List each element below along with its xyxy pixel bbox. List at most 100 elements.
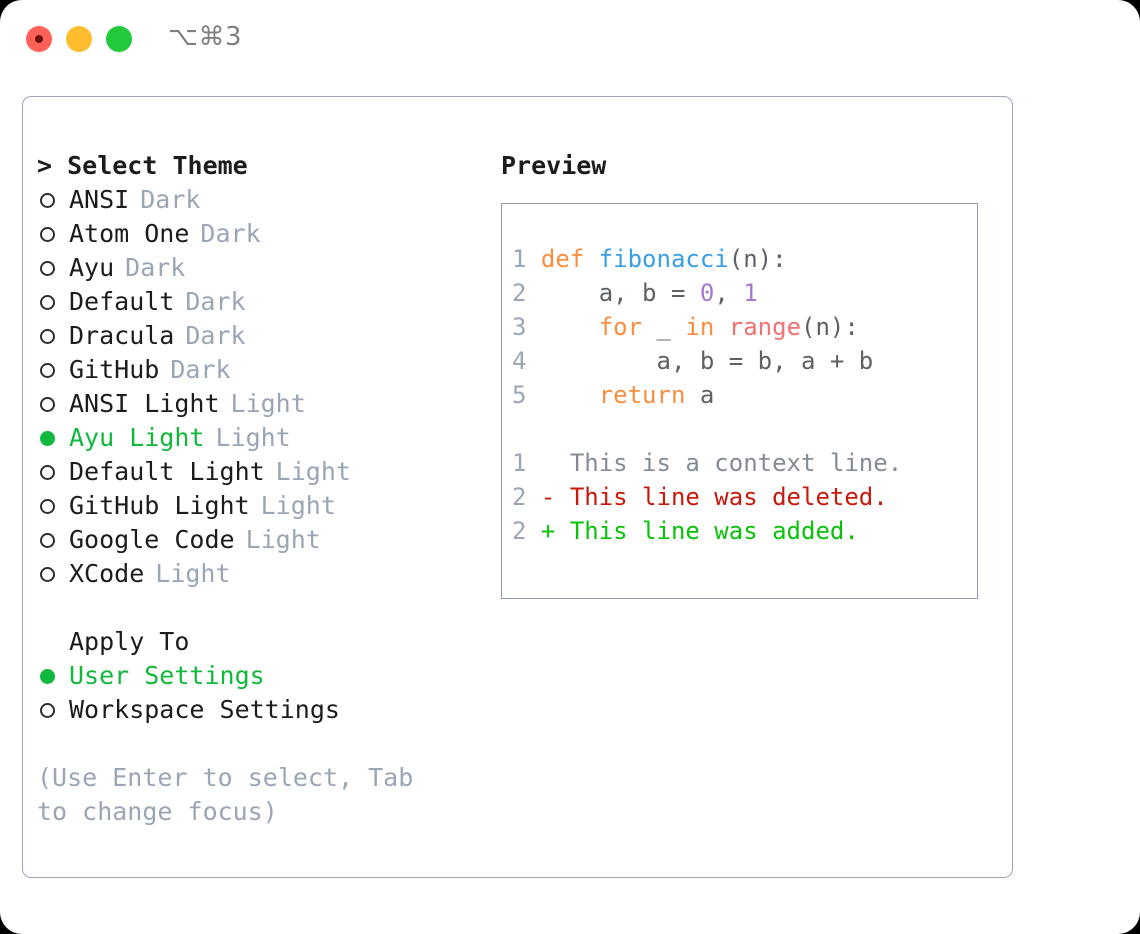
radio-unselected-icon [40, 362, 55, 378]
code-token: in [685, 313, 715, 341]
code-token: def [540, 245, 599, 273]
radio-unselected-icon [40, 328, 55, 344]
code-token: _ [642, 313, 686, 341]
code-token: range [728, 313, 802, 341]
theme-variant-tag: Dark [185, 287, 246, 316]
theme-variant-tag: Light [215, 423, 291, 452]
theme-variant-tag: Light [245, 525, 321, 554]
diff-text: This line was added. [569, 517, 859, 545]
code-token: (n): [728, 245, 787, 273]
theme-variant-tag: Dark [140, 185, 201, 214]
theme-option-label: XCode [69, 559, 145, 588]
theme-variant-tag: Dark [125, 253, 186, 282]
theme-option-label: ANSI [69, 185, 130, 214]
preview-column: Preview 1 def fibonacci(n):2 a, b = 0, 1… [501, 149, 991, 599]
theme-variant-tag: Light [230, 389, 306, 418]
diff-line: 2 + This line was added. [512, 514, 977, 548]
code-line: 5 return a [512, 378, 977, 412]
theme-variant-tag: Light [275, 457, 351, 486]
theme-option-ayu-light[interactable]: Ayu Light Light [37, 421, 487, 455]
minimize-window-button[interactable] [66, 26, 92, 52]
code-line: 3 for _ in range(n): [512, 310, 977, 344]
line-number: 2 [512, 483, 541, 511]
code-token: a [685, 381, 715, 409]
radio-unselected-icon [40, 396, 55, 412]
keyboard-shortcut-label: ⌥⌘3 [168, 22, 243, 52]
theme-option-label: Ayu Light [69, 423, 205, 452]
theme-option-ayu[interactable]: Ayu Dark [37, 251, 487, 285]
radio-unselected-icon [40, 464, 55, 480]
code-token: a, b = b, a + b [540, 347, 874, 375]
code-token: a, b = [540, 279, 700, 307]
code-token: 0 [699, 279, 715, 307]
diff-line: 2 - This line was deleted. [512, 480, 977, 514]
code-token [541, 313, 599, 341]
theme-option-google-code[interactable]: Google Code Light [37, 523, 487, 557]
theme-option-ansi[interactable]: ANSI Dark [37, 183, 487, 217]
line-number: 2 [512, 279, 541, 307]
diff-sample: 1 This is a context line. 2 - This line w… [512, 446, 977, 548]
apply-option-label: Workspace Settings [69, 695, 340, 724]
diff-text: This line was deleted. [569, 483, 888, 511]
line-number: 5 [512, 381, 541, 409]
theme-variant-tag: Dark [185, 321, 246, 350]
line-number: 1 [512, 245, 541, 273]
apply-option-workspace-settings[interactable]: Workspace Settings [37, 693, 487, 727]
radio-unselected-icon [40, 566, 55, 582]
code-token: fibonacci [598, 245, 729, 273]
theme-option-label: Ayu [69, 253, 115, 282]
maximize-window-button[interactable] [106, 26, 132, 52]
code-token: return [598, 381, 686, 409]
code-line: 2 a, b = 0, 1 [512, 276, 977, 310]
radio-unselected-icon [40, 702, 55, 718]
code-token [714, 313, 728, 341]
code-diff-spacer [512, 412, 977, 446]
theme-option-label: Default Light [69, 457, 265, 486]
code-line: 1 def fibonacci(n): [512, 242, 977, 276]
title-bar: ⌥⌘3 [0, 0, 1140, 78]
diff-text: This is a context line. [569, 449, 903, 477]
line-number: 3 [512, 313, 541, 341]
theme-variant-tag: Light [155, 559, 231, 588]
diff-marker: - [540, 483, 570, 511]
code-token [541, 381, 599, 409]
theme-variant-tag: Light [260, 491, 336, 520]
code-token: , [714, 279, 744, 307]
diff-marker: + [540, 517, 570, 545]
apply-to-heading: Apply To [69, 627, 190, 656]
diff-marker [541, 449, 570, 477]
radio-unselected-icon [40, 260, 55, 276]
theme-variant-tag: Dark [200, 219, 261, 248]
radio-unselected-icon [40, 294, 55, 310]
theme-option-label: GitHub [69, 355, 160, 384]
radio-unselected-icon [40, 226, 55, 242]
theme-option-dracula[interactable]: Dracula Dark [37, 319, 487, 353]
theme-option-default[interactable]: Default Dark [37, 285, 487, 319]
theme-option-label: Dracula [69, 321, 175, 350]
select-theme-heading: > Select Theme [37, 151, 248, 180]
code-token: 1 [743, 279, 758, 307]
code-token: for [598, 313, 643, 341]
apply-option-user-settings[interactable]: User Settings [37, 659, 487, 693]
theme-option-label: Default [69, 287, 175, 316]
radio-unselected-icon [40, 498, 55, 514]
theme-option-label: ANSI Light [69, 389, 220, 418]
theme-option-ansi-light[interactable]: ANSI Light Light [37, 387, 487, 421]
code-line: 4 a, b = b, a + b [512, 344, 977, 378]
radio-unselected-icon [40, 532, 55, 548]
line-number: 1 [512, 449, 541, 477]
radio-selected-icon [40, 668, 55, 684]
radio-selected-icon [40, 430, 55, 446]
theme-option-label: Google Code [69, 525, 235, 554]
theme-option-xcode[interactable]: XCode Light [37, 557, 487, 591]
code-token: (n): [801, 313, 859, 341]
theme-option-default-light[interactable]: Default Light Light [37, 455, 487, 489]
